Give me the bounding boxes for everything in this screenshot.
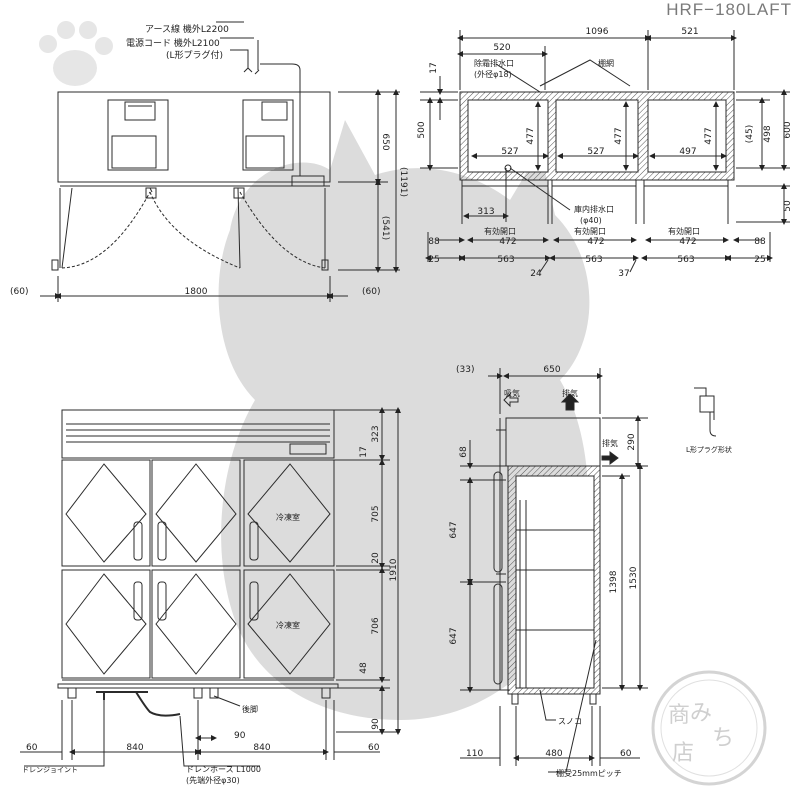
dim-int-w520: 520: [493, 43, 510, 53]
dim-side-w60: 60: [620, 749, 632, 759]
dim-plan-w1800: 1800: [185, 287, 208, 297]
dim-side-w480: 480: [545, 749, 562, 759]
dim-int-w497: 497: [679, 147, 696, 157]
dim-int-w25-left: 25: [428, 255, 439, 265]
dim-int-w563b: 563: [585, 255, 602, 265]
dim-front-h706: 706: [371, 617, 381, 634]
dim-front-w840-right: 840: [253, 743, 270, 753]
dim-plan-h650: 650: [380, 133, 390, 150]
inner-drain-label: 庫内排水口: [574, 204, 614, 214]
dim-int-h50: 50: [783, 200, 793, 212]
plug-shape-label: L形プラグ形状: [686, 445, 732, 454]
dim-front-h323: 323: [371, 425, 381, 442]
dim-plan-w60-right: (60): [362, 287, 380, 297]
dim-int-w472a: 472: [499, 237, 516, 247]
drain-label: 除霜排水口: [474, 58, 514, 68]
dim-side-h68: 68: [459, 446, 469, 458]
dim-side-h1398: 1398: [609, 570, 619, 593]
drain-joint-label: ドレンジョイント: [22, 766, 78, 774]
dim-int-w472b: 472: [587, 237, 604, 247]
dim-front-h17: 17: [359, 446, 369, 457]
dim-front-w90: 90: [234, 731, 246, 741]
dim-int-h600: 600: [783, 121, 793, 138]
dim-front-h705: 705: [371, 505, 381, 522]
eff-opening-3: 有効開口: [668, 226, 700, 236]
svg-text:み: み: [690, 701, 712, 726]
labels: アース線 機外L2200 電源コード 機外L2100 (L形プラグ付) 650 …: [10, 23, 793, 785]
dim-front-h48: 48: [359, 662, 369, 674]
dim-front-w840-left: 840: [126, 743, 143, 753]
drain-size-label: (外径φ18): [474, 69, 512, 79]
dim-plan-w60-left: (60): [10, 287, 28, 297]
dim-front-h1910: 1910: [389, 558, 399, 581]
dim-int-h500: 500: [417, 121, 427, 138]
shelf-label: 棚網: [598, 58, 614, 68]
plug-icon: [694, 387, 717, 437]
dim-side-h647a: 647: [449, 521, 459, 538]
side-view: [460, 368, 648, 773]
freezer-label-top: 冷凍室: [276, 512, 300, 522]
drain-hose-size-label: (先端外径φ30): [186, 775, 240, 785]
dim-front-w60-right: 60: [368, 743, 380, 753]
plug-note-label: (L形プラグ付): [166, 49, 223, 61]
eff-opening-1: 有効開口: [484, 226, 516, 236]
dim-front-w60-left: 60: [26, 743, 38, 753]
dim-side-h1530: 1530: [629, 566, 639, 589]
earth-wire-label: アース線 機外L2200: [145, 23, 229, 35]
interior-view: [420, 30, 790, 273]
dim-int-w527a: 527: [501, 147, 518, 157]
pitch-label: 棚受25mmピッチ: [556, 768, 622, 778]
dim-front-h90: 90: [371, 718, 381, 730]
inner-drain-size-label: (φ40): [580, 216, 602, 225]
stamp-lettering: み ち 商 店: [668, 701, 734, 766]
svg-text:商: 商: [668, 703, 690, 728]
dim-side-w33: (33): [456, 365, 474, 375]
dim-int-w521: 521: [681, 27, 698, 37]
drain-hose-label: ドレンホース L1000: [186, 765, 261, 774]
intake-label: 吸気: [504, 388, 520, 398]
shop-stamp: [651, 670, 767, 786]
exhaust-side-label: 排気: [602, 438, 618, 448]
dim-int-h477c: 477: [704, 127, 714, 144]
svg-text:ち: ち: [712, 726, 734, 751]
dim-side-h647b: 647: [449, 627, 459, 644]
rear-leg-label: 後脚: [242, 704, 258, 714]
dim-int-w472c: 472: [679, 237, 696, 247]
dim-int-w527b: 527: [587, 147, 604, 157]
dim-int-h477a: 477: [526, 127, 536, 144]
dim-int-h498: 498: [763, 125, 773, 142]
dim-int-h17: 17: [429, 62, 439, 73]
dim-int-w313: 313: [477, 207, 494, 217]
dim-int-h477b: 477: [614, 127, 624, 144]
dim-int-w25-right: 25: [754, 255, 765, 265]
dim-front-h20: 20: [371, 552, 381, 564]
dim-int-w1096: 1096: [586, 27, 609, 37]
dim-plan-h1191: (1191): [398, 167, 408, 197]
model-number: HRF−180LAFT: [666, 0, 792, 19]
dim-side-w650: 650: [543, 365, 560, 375]
dim-int-w563a: 563: [497, 255, 514, 265]
dim-side-h290: 290: [627, 433, 637, 450]
dim-int-w563c: 563: [677, 255, 694, 265]
eff-opening-2: 有効開口: [574, 226, 606, 236]
exhaust-top-label: 排気: [562, 388, 578, 398]
dim-int-w24: 24: [530, 269, 542, 279]
sunoko-label: スノコ: [558, 717, 582, 726]
svg-text:店: 店: [672, 741, 694, 766]
plan-view: [40, 21, 400, 302]
dim-side-w110: 110: [466, 749, 483, 759]
front-view: [20, 407, 401, 767]
dim-int-h45: (45): [745, 125, 755, 143]
dim-int-w37: 37: [618, 269, 629, 279]
dim-int-w88-left: 88: [428, 237, 440, 247]
power-cord-label: 電源コード 機外L2100: [126, 37, 220, 49]
paw-icon: [39, 21, 113, 86]
freezer-label-bottom: 冷凍室: [276, 620, 300, 630]
dim-int-w88-right: 88: [754, 237, 766, 247]
dim-plan-h541: (541): [380, 216, 390, 240]
